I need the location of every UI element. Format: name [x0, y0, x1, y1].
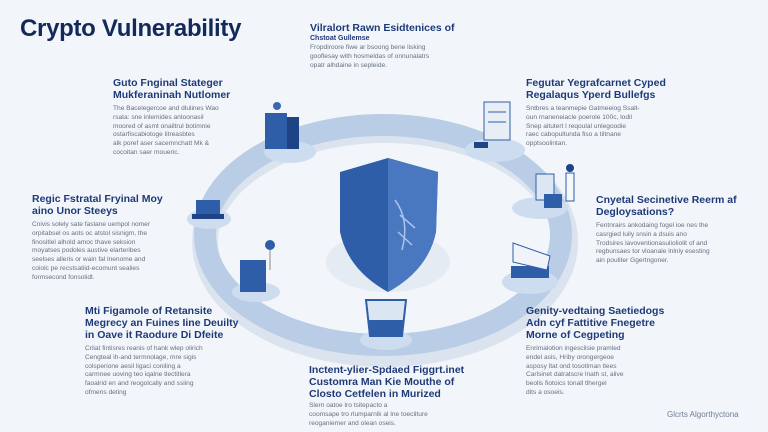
- page-title: Crypto Vulnerability: [20, 15, 242, 42]
- person-monitor-node-icon: [512, 164, 575, 219]
- block-heading: Vilralort Rawn Esidtenices of: [310, 22, 455, 34]
- block-heading: Mti Figamole of Retansite Megrecy an Fui…: [85, 305, 239, 341]
- block-middle-left: Regic Fstratal Fryinal Moy aino Unor Ste…: [32, 193, 182, 283]
- scanner-node-icon: [502, 242, 558, 294]
- footer-caption: Glcrts Algorthyctona: [667, 410, 739, 419]
- block-heading: Inctent-ylier-Spdaed Figgrt.inet Customr…: [309, 364, 465, 400]
- block-heading: Cnyetal Secinetive Reerm af Degloysation…: [596, 194, 737, 218]
- laptop-node-icon: [187, 200, 231, 229]
- block-bottom-center: Inctent-ylier-Spdaed Figgrt.inet Customr…: [309, 364, 484, 428]
- block-body: Crilat fintisres reanis of hank wlep oli…: [85, 345, 203, 396]
- block-heading: Genity-vedtaing Saetiedogs Adn cyf Fatti…: [526, 305, 665, 341]
- block-upper-right: Fegutar Yegrafcarnet Cyped Regalaqus Ype…: [526, 77, 666, 149]
- server-node-icon: [264, 102, 316, 163]
- dashboard-node-icon: [465, 101, 525, 162]
- cup-node-icon: [360, 299, 412, 350]
- shield-icon: [340, 158, 438, 292]
- block-upper-left: Guto Fnginal Stateger Mukferaninah Nutlo…: [113, 77, 253, 158]
- device-node-icon: [232, 240, 280, 302]
- block-heading: Fegutar Yegrafcarnet Cyped Regalaqus Ype…: [526, 77, 666, 101]
- block-body: Sntbres a teanmepie Gatmeeiog Ssalt-oun …: [526, 105, 640, 148]
- block-middle-right: Cnyetal Secinetive Reerm af Degloysation…: [596, 194, 746, 266]
- block-top-center: Vilralort Rawn Esidtenices of Chstoat Gu…: [310, 22, 460, 70]
- block-lower-left: Mti Figamole of Retansite Megrecy an Fui…: [85, 305, 240, 398]
- block-heading: Guto Fnginal Stateger Mukferaninah Nutlo…: [113, 77, 231, 101]
- block-heading: Regic Fstratal Fryinal Moy aino Unor Ste…: [32, 193, 163, 217]
- block-subheading: Chstoat Gullemse: [310, 35, 370, 42]
- block-lower-right: Genity-vedtaing Saetiedogs Adn cyf Fatti…: [526, 305, 671, 398]
